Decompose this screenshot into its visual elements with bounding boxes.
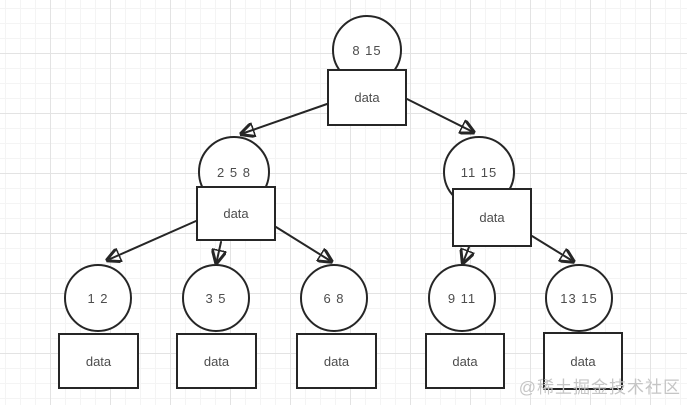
data-box-root: data bbox=[327, 69, 407, 126]
edge-mid-left-to-leaf-3 bbox=[275, 226, 329, 260]
keys-circle-leaf-3: 6 8 bbox=[300, 264, 368, 332]
edge-root-to-mid-left bbox=[244, 103, 328, 133]
edge-root-to-mid-right bbox=[406, 98, 471, 131]
juejin-watermark: @稀土掘金技术社区 bbox=[518, 378, 681, 397]
data-box-leaf-4: data bbox=[425, 333, 505, 389]
keys-circle-leaf-5: 13 15 bbox=[545, 264, 613, 332]
data-box-mid-right: data bbox=[452, 188, 532, 247]
data-box-leaf-5: data bbox=[543, 332, 623, 390]
keys-circle-leaf-1: 1 2 bbox=[64, 264, 132, 332]
edge-mid-left-to-leaf-1 bbox=[110, 220, 197, 259]
edge-mid-left-to-leaf-2 bbox=[217, 241, 221, 260]
data-box-mid-left: data bbox=[196, 186, 276, 241]
edge-mid-right-to-leaf-4 bbox=[464, 246, 469, 260]
edge-mid-right-to-leaf-5 bbox=[531, 235, 571, 260]
keys-circle-leaf-4: 9 11 bbox=[428, 264, 496, 332]
data-box-leaf-3: data bbox=[296, 333, 377, 389]
data-box-leaf-2: data bbox=[176, 333, 257, 389]
data-box-leaf-1: data bbox=[58, 333, 139, 389]
keys-circle-leaf-2: 3 5 bbox=[182, 264, 250, 332]
